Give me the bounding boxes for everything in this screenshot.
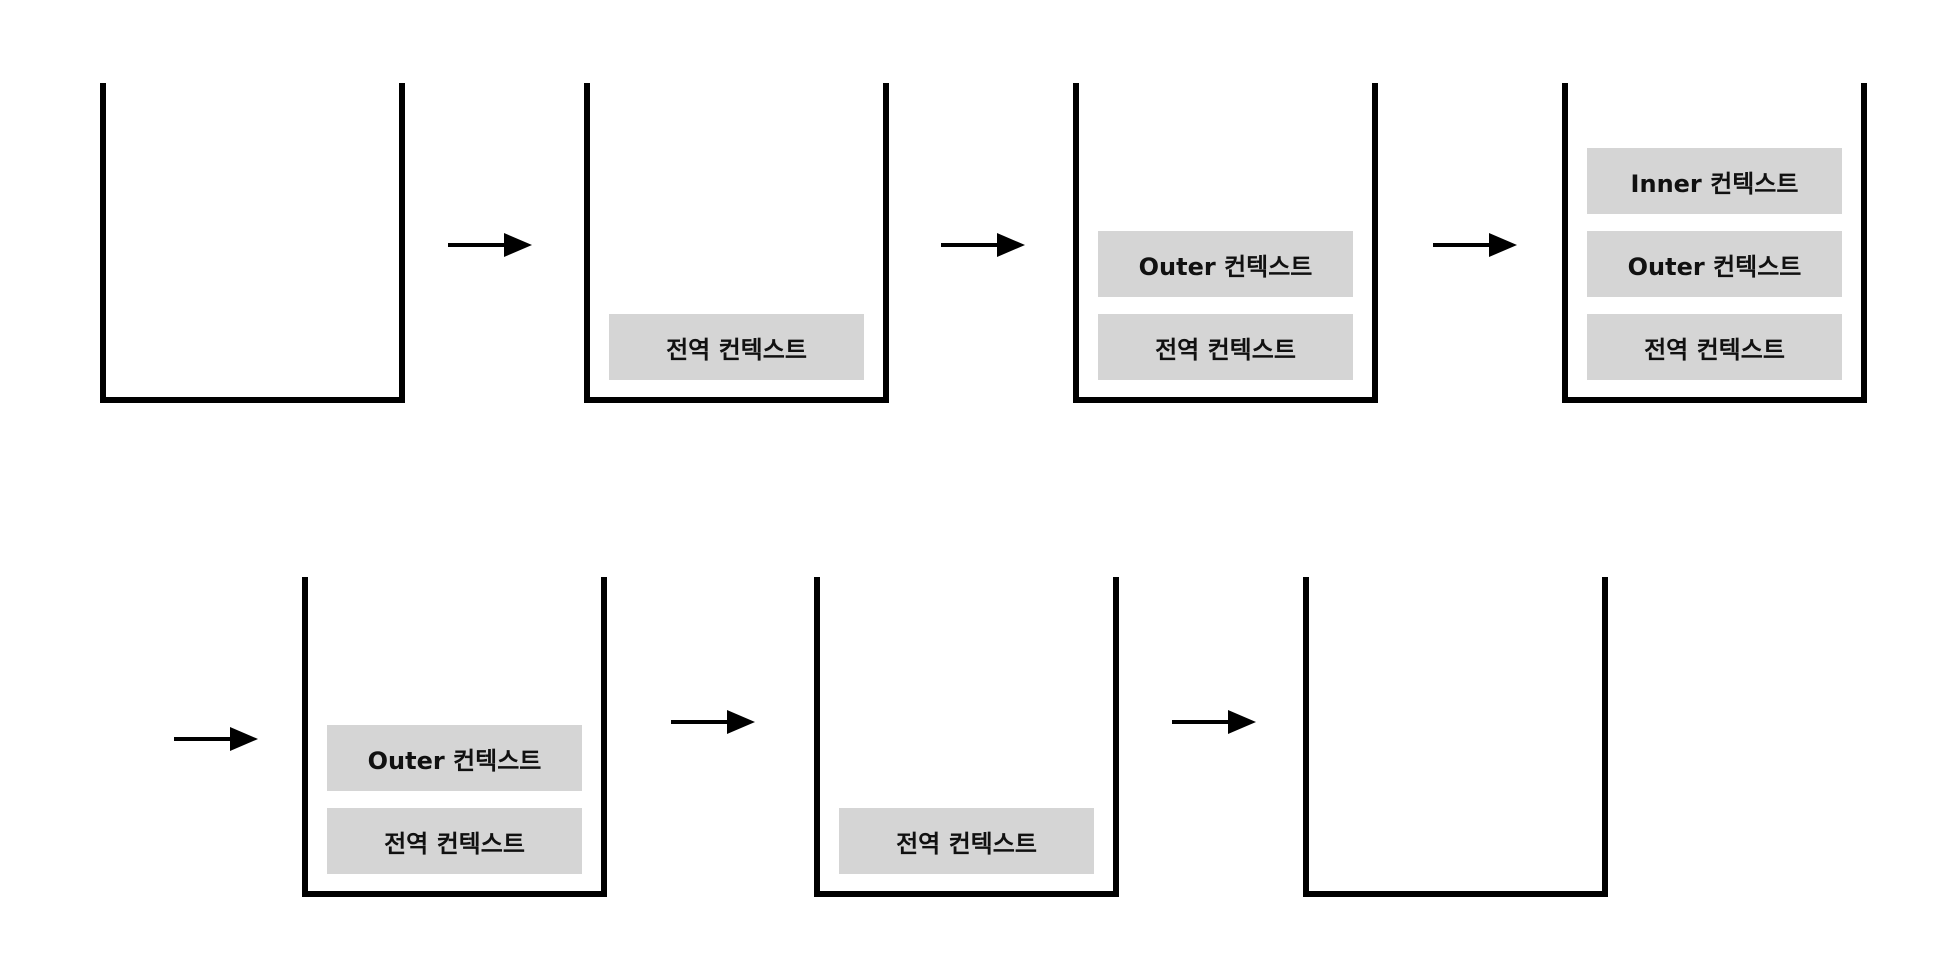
call-stack-6: 전역 컨텍스트	[814, 577, 1119, 897]
call-stack-3: 전역 컨텍스트 Outer 컨텍스트	[1073, 83, 1378, 403]
stack-frame-area: 전역 컨텍스트	[590, 83, 883, 397]
execution-context-box: Inner 컨텍스트	[1587, 148, 1842, 214]
call-stack-7	[1303, 577, 1608, 897]
execution-context-box: 전역 컨텍스트	[839, 808, 1094, 874]
arrow-right-icon	[174, 724, 258, 754]
arrow-right-icon	[941, 230, 1025, 260]
stack-frame-area: 전역 컨텍스트 Outer 컨텍스트 Inner 컨텍스트	[1568, 83, 1861, 397]
call-stack-5: 전역 컨텍스트 Outer 컨텍스트	[302, 577, 607, 897]
execution-context-box: 전역 컨텍스트	[1098, 314, 1353, 380]
execution-context-box: 전역 컨텍스트	[609, 314, 864, 380]
execution-context-box: 전역 컨텍스트	[327, 808, 582, 874]
execution-context-box: Outer 컨텍스트	[1098, 231, 1353, 297]
stack-frame-area	[106, 83, 399, 397]
stack-frame-area: 전역 컨텍스트 Outer 컨텍스트	[1079, 83, 1372, 397]
arrow-right-icon	[1433, 230, 1517, 260]
execution-context-box: Outer 컨텍스트	[327, 725, 582, 791]
execution-context-box: 전역 컨텍스트	[1587, 314, 1842, 380]
call-stack-4: 전역 컨텍스트 Outer 컨텍스트 Inner 컨텍스트	[1562, 83, 1867, 403]
call-stack-1	[100, 83, 405, 403]
stack-frame-area	[1309, 577, 1602, 891]
arrow-right-icon	[1172, 707, 1256, 737]
arrow-right-icon	[671, 707, 755, 737]
call-stack-2: 전역 컨텍스트	[584, 83, 889, 403]
execution-context-box: Outer 컨텍스트	[1587, 231, 1842, 297]
stack-frame-area: 전역 컨텍스트 Outer 컨텍스트	[308, 577, 601, 891]
arrow-right-icon	[448, 230, 532, 260]
stack-frame-area: 전역 컨텍스트	[820, 577, 1113, 891]
